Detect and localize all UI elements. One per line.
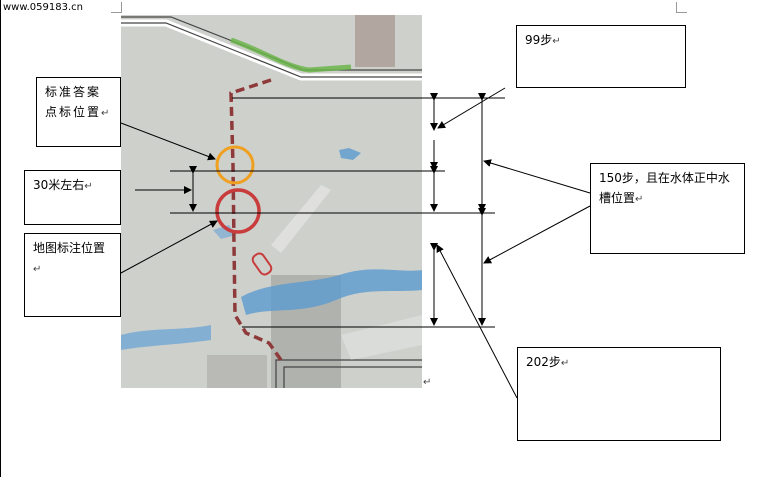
paragraph-mark: ↵ xyxy=(635,194,644,205)
image-paragraph-mark: ↵ xyxy=(423,377,432,388)
callout-150-steps: 150步，且在水体正中水槽位置↵ xyxy=(590,163,745,254)
paragraph-mark: ↵ xyxy=(33,264,42,275)
callout-30m-text: 30米左右 xyxy=(33,178,85,192)
paragraph-mark: ↵ xyxy=(101,108,112,119)
crop-mark-right xyxy=(676,2,687,13)
callout-150-steps-text: 150步，且在水体正中水槽位置 xyxy=(599,171,730,205)
callout-99-steps: 99步↵ xyxy=(516,25,686,88)
page-left-margin xyxy=(0,0,1,477)
callout-99-steps-text: 99步 xyxy=(525,33,553,47)
watermark-text: www.059183.cn xyxy=(3,2,83,13)
callout-standard-answer: 标准答案点标位置↵ xyxy=(36,77,121,147)
crop-mark-left xyxy=(111,2,122,13)
callout-30m: 30米左右↵ xyxy=(24,170,121,225)
callout-202-steps: 202步↵ xyxy=(517,347,721,441)
paragraph-mark: ↵ xyxy=(84,181,93,192)
callout-map-marked: 地图标注位置 ↵ xyxy=(24,233,121,317)
callout-standard-answer-text: 标准答案点标位置 xyxy=(45,85,102,119)
paragraph-mark: ↵ xyxy=(560,358,570,369)
map-photo xyxy=(121,15,422,388)
callout-202-steps-text: 202步 xyxy=(526,355,561,369)
callout-map-marked-text: 地图标注位置 xyxy=(33,241,106,255)
paragraph-mark: ↵ xyxy=(552,36,561,47)
